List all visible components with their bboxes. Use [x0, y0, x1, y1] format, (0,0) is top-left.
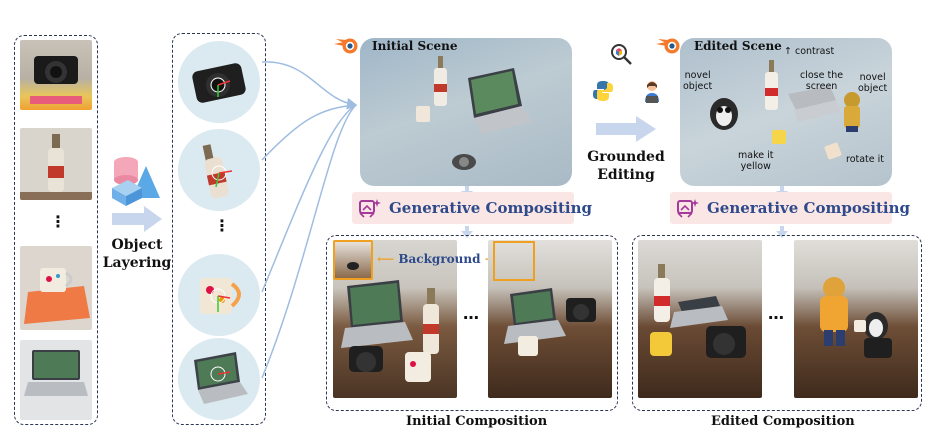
annotation-novel-object-left: novel object — [683, 70, 713, 92]
object-layering-label: Object Layering — [102, 237, 172, 271]
annotation-contrast: ↑ contrast — [784, 46, 835, 57]
photo-camera — [20, 40, 92, 110]
initial-scene-objects — [416, 56, 532, 170]
compositing-icon — [359, 199, 381, 218]
blender-icon — [656, 38, 680, 54]
annotation-close-screen: close the screen — [800, 70, 844, 92]
initial-ellipsis: … — [463, 304, 479, 323]
generative-compositing-bar-2 — [670, 192, 892, 224]
annotation-make-yellow: make it yellow — [738, 150, 774, 172]
object-layers-panel — [172, 33, 266, 425]
edited-composition-title: Edited Composition — [711, 414, 855, 429]
initial-composition-image-1 — [333, 240, 457, 398]
initial-bg-thumb — [333, 240, 373, 280]
compositing-icon — [677, 199, 699, 218]
blender-icon — [334, 38, 358, 54]
initial-scene-title: Initial Scene — [372, 39, 458, 53]
edited-composition-image-2 — [794, 240, 918, 398]
annotation-novel-object-right: novel object — [858, 72, 888, 94]
photo-bottle — [20, 128, 92, 200]
background-label: ⟵ Background ⟶ — [377, 252, 502, 266]
photo-mug — [20, 246, 92, 330]
edited-scene-objects — [710, 60, 860, 160]
layer-bottle — [178, 129, 260, 211]
initial-composition-panel — [326, 235, 618, 411]
layer-camera — [178, 41, 260, 123]
edited-composition-image-1 — [638, 240, 762, 398]
generative-compositing-bar-1 — [352, 192, 574, 224]
edited-scene-title: Edited Scene — [694, 39, 782, 53]
edited-composition-panel — [632, 235, 922, 411]
layer-mug — [178, 254, 260, 336]
generative-compositing-label-2: Generative Compositing — [707, 199, 911, 217]
initial-composition-image-2 — [488, 240, 612, 398]
initial-composition-title: Initial Composition — [406, 414, 548, 429]
background-text: Background — [398, 252, 481, 266]
python-icon — [593, 81, 613, 101]
photos-ellipsis: ⋮ — [50, 212, 66, 231]
search-icon — [611, 44, 632, 65]
edited-ellipsis: … — [768, 304, 784, 323]
grounded-editing-label: Grounded Editing — [587, 149, 665, 183]
gc-to-comp-arrow-1 — [461, 226, 473, 238]
shapes-icon — [112, 157, 160, 206]
grounded-editing-arrow — [596, 116, 656, 142]
layering-arrow — [112, 206, 162, 232]
gc-to-comp-arrow-2 — [776, 226, 788, 238]
left-arrow-icon: ⟵ — [377, 252, 395, 266]
input-photos-panel — [14, 35, 98, 425]
layers-ellipsis: ⋮ — [214, 216, 230, 235]
annotation-rotate: rotate it — [846, 154, 885, 165]
generative-compositing-label-1: Generative Compositing — [389, 199, 593, 217]
user-laptop-icon — [645, 81, 659, 103]
layer-laptop — [178, 338, 260, 420]
photo-laptop — [20, 340, 92, 420]
